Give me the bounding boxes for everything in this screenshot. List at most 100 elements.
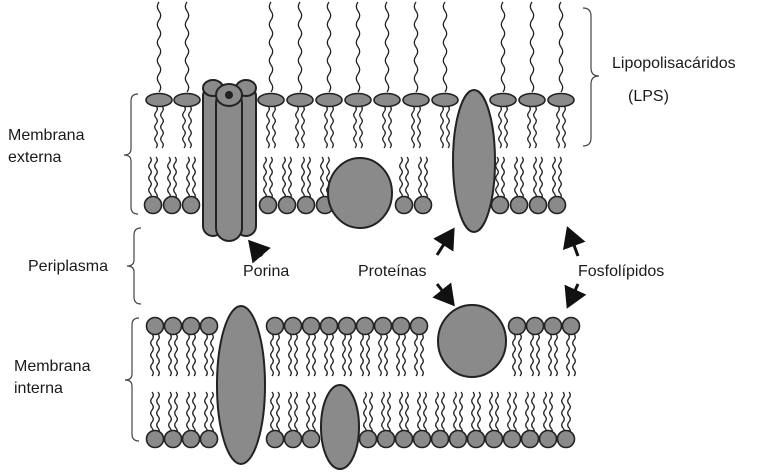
lipid-tail bbox=[519, 334, 522, 376]
protein-arrow-down bbox=[437, 284, 453, 304]
phospholipid-head bbox=[164, 197, 181, 214]
phospholipid-head bbox=[303, 318, 320, 335]
lipid-tail bbox=[289, 334, 292, 376]
lipid-tail bbox=[271, 334, 274, 376]
phospholipid-head bbox=[378, 431, 395, 448]
phospholipid-head bbox=[285, 431, 302, 448]
phospholipid-head bbox=[509, 318, 526, 335]
lipid-tail bbox=[526, 392, 529, 434]
lipid-tail bbox=[157, 334, 160, 376]
outer-membrane-label-line2: externa bbox=[8, 147, 61, 168]
lps-head bbox=[316, 94, 342, 107]
lipid-tail bbox=[187, 392, 190, 434]
lipid-tail bbox=[568, 392, 571, 434]
lipid-tail bbox=[295, 392, 298, 434]
lps-label-line1: Lipopolisacáridos bbox=[612, 53, 736, 74]
phospholipid-head bbox=[450, 431, 467, 448]
phospholipid-head bbox=[147, 431, 164, 448]
lipid-tail bbox=[189, 106, 192, 148]
lipid-tail bbox=[436, 392, 439, 434]
inner-membrane-label-line1: Membrana bbox=[14, 356, 90, 377]
lps-chains bbox=[157, 2, 562, 92]
porin-arrow bbox=[250, 242, 262, 256]
lps-head bbox=[287, 94, 313, 107]
lipid-tail bbox=[364, 392, 367, 434]
lipid-tail bbox=[354, 106, 357, 148]
lipid-tail bbox=[331, 334, 334, 376]
lipid-tail bbox=[302, 157, 305, 199]
outer-membrane-peripheral-protein bbox=[328, 158, 392, 228]
lipid-tail bbox=[496, 392, 499, 434]
lipid-tail bbox=[447, 106, 450, 148]
phospholipid-head bbox=[396, 431, 413, 448]
phospholipid-head bbox=[357, 318, 374, 335]
lps-head bbox=[146, 94, 172, 107]
lipid-tail bbox=[534, 106, 537, 148]
lipid-tail bbox=[205, 392, 208, 434]
lipid-tail bbox=[321, 157, 324, 199]
lipid-tail bbox=[151, 392, 154, 434]
lps-head bbox=[374, 94, 400, 107]
lipid-tail bbox=[211, 392, 214, 434]
lipid-tail bbox=[544, 392, 547, 434]
lipid-tail bbox=[505, 106, 508, 148]
lipid-tail bbox=[193, 157, 196, 199]
lipid-tail bbox=[424, 392, 427, 434]
lps-chain bbox=[530, 2, 533, 92]
lipid-tail bbox=[273, 106, 276, 148]
lipid-tail bbox=[406, 157, 409, 199]
phospholipid-head bbox=[511, 197, 528, 214]
lipid-tail bbox=[367, 334, 370, 376]
outer-membrane-transmembrane-protein bbox=[453, 90, 495, 232]
lipid-tail bbox=[360, 106, 363, 148]
lipid-tail bbox=[425, 157, 428, 199]
lipid-tail bbox=[528, 106, 531, 148]
lps-chain bbox=[185, 2, 188, 92]
phospholipid-head bbox=[183, 318, 200, 335]
lipid-tail bbox=[532, 392, 535, 434]
phospholipid-head bbox=[375, 318, 392, 335]
inner-membrane-lower-protein bbox=[321, 385, 359, 469]
phospholipid-arrow-down bbox=[568, 284, 578, 306]
phospholipid-head bbox=[145, 197, 162, 214]
inner-membrane-label-line2: interna bbox=[14, 378, 63, 399]
lipid-tail bbox=[472, 392, 475, 434]
phospholipid-head bbox=[486, 431, 503, 448]
lipid-tail bbox=[361, 334, 364, 376]
lipid-tail bbox=[151, 334, 154, 376]
inner-membrane-outer-leaflet bbox=[147, 318, 580, 377]
lipid-tail bbox=[418, 106, 421, 148]
lipid-tail bbox=[193, 334, 196, 376]
lipid-tail bbox=[521, 157, 524, 199]
lps-chain bbox=[414, 2, 417, 92]
lipid-tail bbox=[515, 157, 518, 199]
lps-chain bbox=[443, 2, 446, 92]
lps-chain bbox=[157, 2, 160, 92]
lipid-tail bbox=[563, 106, 566, 148]
lipid-tail bbox=[161, 106, 164, 148]
lipid-tail bbox=[389, 106, 392, 148]
lipid-tail bbox=[283, 157, 286, 199]
lipid-tail bbox=[302, 106, 305, 148]
phospholipid-head bbox=[303, 431, 320, 448]
lipid-tail bbox=[421, 334, 424, 376]
phospholipid-head bbox=[414, 431, 431, 448]
lipid-tail bbox=[149, 157, 152, 199]
phospholipid-head bbox=[279, 197, 296, 214]
lipid-tail bbox=[193, 392, 196, 434]
phospholipid-head bbox=[549, 197, 566, 214]
lipid-tail bbox=[175, 334, 178, 376]
phospholipid-head bbox=[432, 431, 449, 448]
lipid-tail bbox=[155, 106, 158, 148]
lps-head bbox=[345, 94, 371, 107]
phospholipid-head bbox=[415, 197, 432, 214]
lipid-tail bbox=[540, 157, 543, 199]
lipid-tail bbox=[211, 334, 214, 376]
lipid-tail bbox=[415, 334, 418, 376]
inner-membrane-inner-leaflet bbox=[147, 392, 575, 448]
lipid-tail bbox=[557, 106, 560, 148]
lipid-tail bbox=[550, 392, 553, 434]
lps-chain bbox=[559, 2, 562, 92]
lipid-tail bbox=[490, 392, 493, 434]
lps-brace bbox=[583, 8, 599, 146]
